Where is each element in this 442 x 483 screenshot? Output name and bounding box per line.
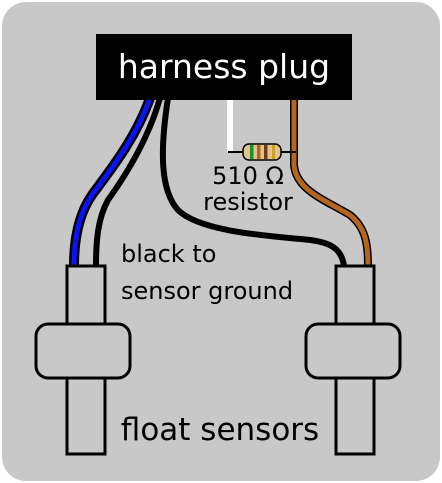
resistor-value-label: 510 Ω [212,162,284,190]
resistor-band-2 [257,145,261,159]
brown-wire [291,98,371,267]
resistor-band-1 [250,145,254,159]
black-wire-ground [159,97,347,267]
resistor-band-4 [272,145,275,159]
harness-plug-label: harness plug [118,47,330,86]
harness-plug [96,34,352,100]
blue-wire [71,95,153,269]
black-wire-left [93,97,163,267]
float-sensor-left [34,264,132,456]
resistor-body [242,143,282,161]
sensor-left-float [34,322,132,380]
black-to-label: black to [121,240,216,268]
float-sensors-label: float sensors [121,412,319,448]
sensor-right-float [304,322,402,380]
resistor-band-3 [264,145,268,159]
resistor-word-label: resistor [203,188,293,216]
sensor-ground-label: sensor ground [121,277,293,305]
resistor [228,143,296,161]
float-sensor-right [304,264,402,456]
